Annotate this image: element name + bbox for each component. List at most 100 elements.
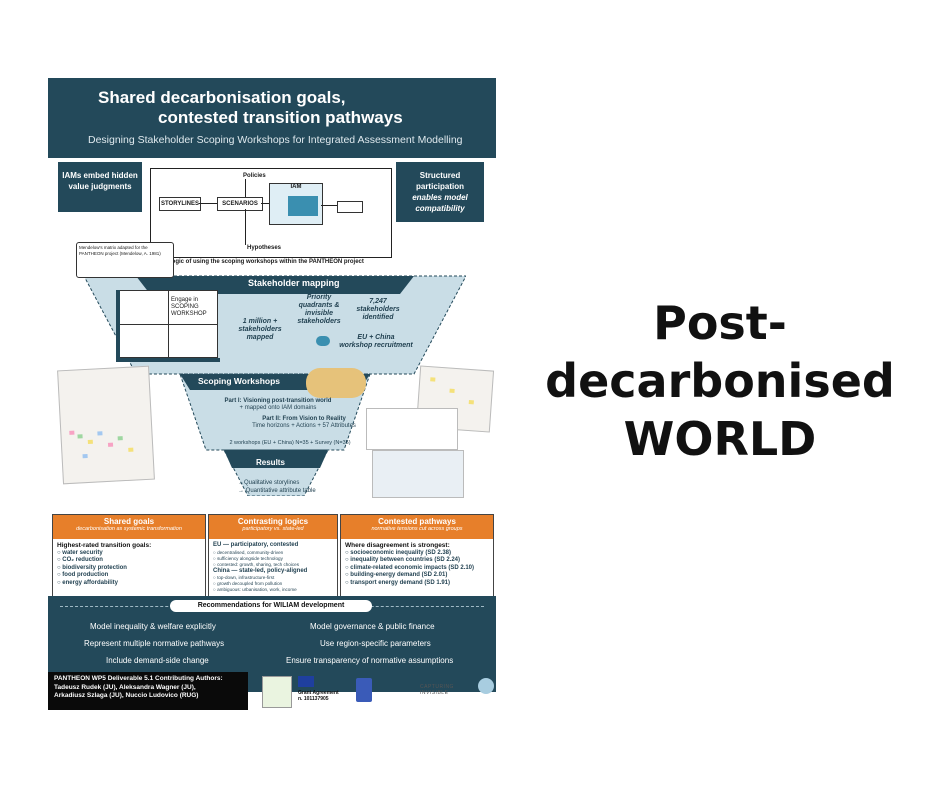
grant-agreement: Grant Agreement n. 101137905 xyxy=(298,690,339,702)
priority-line4: stakeholders xyxy=(297,318,341,325)
authors-line3: Arkadiusz Szlaga (JU), Nuccio Ludovico (… xyxy=(54,692,199,699)
goal-item: ○ water security xyxy=(57,549,103,556)
poster-subtitle: Designing Stakeholder Scoping Workshops … xyxy=(88,134,463,146)
structured-participation-box: Structured participation enables model c… xyxy=(396,162,484,222)
priority-line1: Priority xyxy=(306,294,332,301)
rec-region-specific: Use region-specific parameters xyxy=(320,639,431,648)
results-list: →Qualitative storylines → Quantitative a… xyxy=(238,479,316,495)
priority-line2: quadrants & xyxy=(298,302,340,309)
mendelow-callout: Mendelow's matrix adapted for the PANTHE… xyxy=(76,242,174,278)
arrow-hypotheses xyxy=(245,209,246,245)
logic-caption: Logic of using the scoping workshops wit… xyxy=(168,259,364,265)
logic-diagram: Policies STORYLINES SCENARIOS IAM Hypoth… xyxy=(150,168,392,258)
shared-goals-lead: Highest-rated transition goals: xyxy=(57,542,152,549)
eu-item: ○ sufficiency alongside technology xyxy=(213,555,283,561)
goal-item: ○ CO₂ reduction xyxy=(57,557,103,563)
arrow-scenarios-iam xyxy=(261,203,269,204)
china-item: ○ top-down, infrastructure-first xyxy=(213,575,275,580)
contrasting-logics-body: EU — participatory, contested ○ decentra… xyxy=(209,539,337,596)
part1-title: Part I: Visioning post-transition world xyxy=(224,398,332,404)
workshop-part1: Part I: Visioning post-transition world … xyxy=(188,398,368,412)
result-storylines: →Qualitative storylines xyxy=(238,480,300,486)
recruit-line1: EU + China xyxy=(357,334,395,341)
eu-logic: EU — participatory, contested xyxy=(213,542,299,548)
recruit-line2: workshop recruitment xyxy=(339,342,413,349)
results-title: Results xyxy=(256,458,285,467)
stakeholders-mapped: 1 million + stakeholders mapped xyxy=(230,318,290,342)
disagreement-item: ○ building-energy demand (SD 2.01) xyxy=(345,572,448,578)
contrasting-logics-column: Contrasting logics participatory vs. sta… xyxy=(208,514,338,606)
identified-label: stakeholders xyxy=(356,306,400,313)
mapped-label: stakeholders xyxy=(238,326,282,333)
poster: Shared decarbonisation goals, contested … xyxy=(48,78,496,710)
iam-value-box: IAMs embed hidden value judgments xyxy=(58,162,142,212)
stakeholders-identified: 7,247 stakeholders identified xyxy=(348,298,408,322)
contrasting-logics-header: Contrasting logics participatory vs. sta… xyxy=(209,515,337,539)
arrow-storylines-scenarios xyxy=(199,203,217,204)
stakeholder-mapping-title: Stakeholder mapping xyxy=(248,278,340,288)
china-item: ○ ambiguous: urbanisation, work, income xyxy=(213,587,297,592)
eu-flag-icon xyxy=(298,676,314,687)
china-item: ○ growth decoupled from pollution xyxy=(213,581,283,586)
shared-goals-column: Shared goals decarbonisation as systemic… xyxy=(52,514,206,606)
disagreement-item: ○ inequality between countries (SD 2.24) xyxy=(345,557,460,563)
results-table-photo xyxy=(372,450,464,498)
authors-line1: PANTHEON WP5 Deliverable 5.1 Contributin… xyxy=(54,675,223,682)
arrow-iam-result xyxy=(321,205,337,206)
partner-badge-icon xyxy=(478,678,494,694)
model-compatibility-text: enables model compatibility xyxy=(412,193,468,213)
logic-result-box xyxy=(337,201,363,213)
iam-block-icon xyxy=(288,196,318,216)
contested-pathways-column: Contested pathways normative tensions cu… xyxy=(340,514,494,606)
authors-line2: Tadeusz Rudek (JU), Aleksandra Wagner (J… xyxy=(54,683,196,691)
authors-box: PANTHEON WP5 Deliverable 5.1 Contributin… xyxy=(48,672,248,710)
structured-participation-text: Structured participation xyxy=(415,171,464,191)
identified-label-2: identified xyxy=(362,314,394,321)
rec-governance: Model governance & public finance xyxy=(310,622,435,631)
globe-icon xyxy=(316,336,330,346)
mendelow-matrix: Engage in SCOPING WORKSHOP xyxy=(118,290,218,358)
rec-inequality: Model inequality & welfare explicitly xyxy=(90,622,216,631)
poster-title-line2: contested transition pathways xyxy=(158,108,403,127)
china-logic: China — state-led, policy-aligned xyxy=(213,567,308,574)
logic-iam-label: IAM xyxy=(290,184,302,190)
result-attribute-table: → Quantitative attribute table xyxy=(238,488,316,494)
recommendations-title: Recommendations for WILIAM development xyxy=(170,600,372,612)
contested-pathways-title: Contested pathways xyxy=(378,517,456,526)
matrix-x-axis xyxy=(116,358,220,362)
workshop-group-photo xyxy=(306,368,366,398)
attribute-table-photo xyxy=(366,408,458,450)
university-crest-icon xyxy=(356,678,372,702)
matrix-q1-label: Engage in SCOPING WORKSHOP xyxy=(171,297,207,317)
contrasting-logics-title: Contrasting logics xyxy=(237,517,309,526)
arrow-policies-scenarios xyxy=(245,179,246,197)
headline-line3: WORLD xyxy=(623,412,817,466)
goal-item: ○ biodiversity protection xyxy=(57,564,127,571)
contrasting-logics-subtitle: participatory vs. state-led xyxy=(242,526,304,532)
priority-line3: invisible xyxy=(304,310,333,317)
sticky-notes-photo-left xyxy=(57,365,155,485)
shared-goals-title: Shared goals xyxy=(103,517,155,526)
mapped-count: 1 million + xyxy=(242,318,278,325)
rec-transparency: Ensure transparency of normative assumpt… xyxy=(286,656,454,665)
goal-item: ○ energy affordability xyxy=(57,579,118,586)
iam-value-text: IAMs embed hidden value judgments xyxy=(62,171,138,191)
workshop-count: 2 workshops (EU + China) N=35 + Survey (… xyxy=(229,440,351,446)
poster-title-line1: Shared decarbonisation goals, xyxy=(98,88,346,107)
headline-line2: decarbonised xyxy=(545,354,895,408)
scoping-workshops-title: Scoping Workshops xyxy=(198,376,281,386)
funnel-mapping-band xyxy=(136,276,414,294)
logic-storylines: STORYLINES xyxy=(159,197,201,211)
eu-item: ○ decentralised, community-driven xyxy=(213,549,284,555)
disagreement-item: ○ climate-related economic impacts (SD 2… xyxy=(345,564,475,571)
shared-goals-header: Shared goals decarbonisation as systemic… xyxy=(53,515,205,539)
priority-quadrants: Priority quadrants & invisible stakehold… xyxy=(284,294,354,326)
contested-pathways-lead: Where disagreement is strongest: xyxy=(345,542,450,549)
workshop-recruitment: EU + China workshop recruitment xyxy=(336,334,416,350)
headline: Post- decarbonised WORLD xyxy=(520,294,920,468)
contested-pathways-subtitle: normative tensions cut across groups xyxy=(371,526,463,532)
shared-goals-body: Highest-rated transition goals: ○ water … xyxy=(53,539,205,590)
mapped-label-2: mapped xyxy=(246,334,274,341)
contested-pathways-body: Where disagreement is strongest: ○ socio… xyxy=(341,539,493,590)
goal-item: ○ food production xyxy=(57,572,109,578)
